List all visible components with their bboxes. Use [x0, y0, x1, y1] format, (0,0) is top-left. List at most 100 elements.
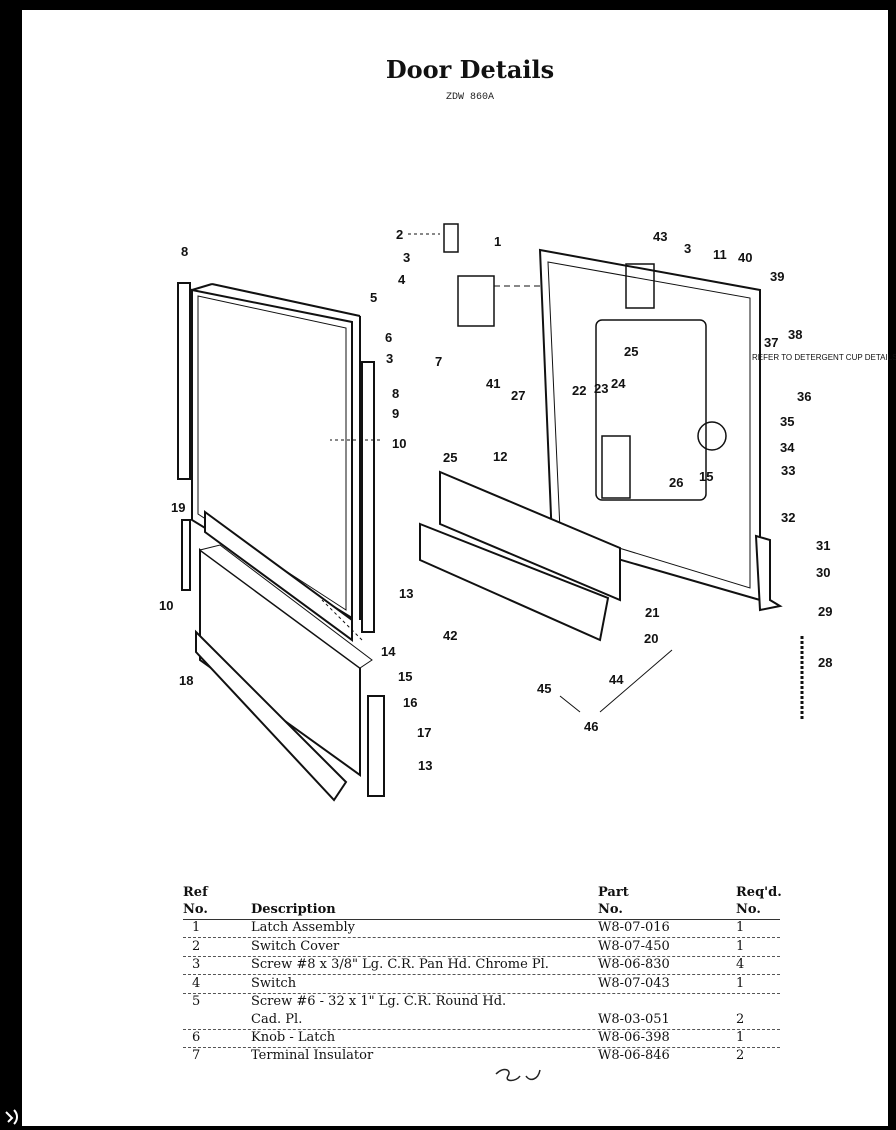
- callout-5: 5: [370, 290, 377, 305]
- callout-24: 24: [611, 376, 626, 391]
- callout-10b: 10: [159, 598, 173, 613]
- callout-26: 26: [669, 475, 683, 490]
- row-3-description: Screw #8 x 3/8" Lg. C.R. Pan Hd. Chrome …: [251, 957, 549, 972]
- callout-13a: 13: [399, 586, 413, 601]
- row-1-description: Latch Assembly: [251, 920, 355, 935]
- detergent-cup: [601, 435, 631, 499]
- header-ref-no: No.: [183, 902, 208, 917]
- row-6-part: W8-06-398: [598, 1030, 670, 1045]
- callout-18: 18: [179, 673, 193, 688]
- header-part: Part: [598, 885, 629, 900]
- side-strip-19: [181, 519, 191, 591]
- callout-15b: 15: [699, 469, 713, 484]
- header-description: Description: [251, 902, 336, 917]
- callout-19: 19: [171, 500, 185, 515]
- callout-34: 34: [780, 440, 795, 455]
- control-console: [439, 470, 621, 602]
- bottom-channel: [204, 510, 353, 642]
- row-6-qty: 1: [736, 1030, 745, 1045]
- callout-13b: 13: [418, 758, 432, 773]
- hinge-bracket: [754, 534, 783, 612]
- callout-4: 4: [398, 272, 406, 287]
- callout-3b: 3: [386, 351, 393, 366]
- row-4-part: W8-07-043: [598, 976, 670, 991]
- callout-36: 36: [797, 389, 811, 404]
- rinse-dispenser: [697, 421, 727, 451]
- switch-cover: [443, 223, 459, 253]
- callout-35: 35: [780, 414, 794, 429]
- detergent-cup-note: REFER TO DETERGENT CUP DETAILS: [752, 353, 896, 362]
- callout-25b: 25: [443, 450, 457, 465]
- row-6-description: Knob - Latch: [251, 1030, 336, 1045]
- header-part-no: No.: [598, 902, 623, 917]
- callout-30: 30: [816, 565, 830, 580]
- outer-door-panel-frame: [197, 295, 347, 611]
- scan-corner-mark: [5, 1109, 18, 1125]
- callout-29: 29: [818, 604, 832, 619]
- callout-7: 7: [435, 354, 442, 369]
- console-back: [419, 522, 610, 642]
- header-reqd: Req'd.: [736, 885, 782, 900]
- row-7-qty: 2: [736, 1048, 745, 1063]
- callout-46: 46: [584, 719, 598, 734]
- row-2-part: W8-07-450: [598, 939, 670, 954]
- callout-37: 37: [764, 335, 778, 350]
- callout-12: 12: [493, 449, 507, 464]
- detergent-cup-area: [595, 319, 707, 501]
- callout-23: 23: [594, 381, 608, 396]
- row-3-part: W8-06-830: [598, 957, 670, 972]
- callout-43: 43: [653, 229, 667, 244]
- row-3-qty: 4: [736, 957, 745, 972]
- callout-1: 1: [494, 234, 501, 249]
- page-title: Door Details: [385, 55, 555, 84]
- callout-9: 9: [392, 406, 399, 421]
- callout-2: 2: [396, 227, 403, 242]
- callout-31: 31: [816, 538, 830, 553]
- callout-15a: 15: [398, 669, 412, 684]
- row-6-ref: 6: [192, 1030, 201, 1045]
- row-2-description: Switch Cover: [251, 939, 340, 954]
- callout-39: 39: [770, 269, 784, 284]
- callout-32: 32: [781, 510, 795, 525]
- bracket-17: [367, 695, 385, 797]
- row-3-ref: 3: [192, 957, 201, 972]
- row-7-part: W8-06-846: [598, 1048, 670, 1063]
- row-5-part: W8-03-051: [598, 1012, 670, 1027]
- callout-40: 40: [738, 250, 752, 265]
- row-2-qty: 1: [736, 939, 745, 954]
- header-reqd-no: No.: [736, 902, 761, 917]
- callout-21: 21: [645, 605, 659, 620]
- row-4-qty: 1: [736, 976, 745, 991]
- row-1-part: W8-07-016: [598, 920, 670, 935]
- callout-44: 44: [609, 672, 624, 687]
- model-number: ZDW 860A: [445, 92, 494, 103]
- row-1-ref: 1: [192, 920, 201, 935]
- latch-keeper: [625, 263, 655, 309]
- callout-38: 38: [788, 327, 802, 342]
- row-7-description: Terminal Insulator: [251, 1048, 374, 1063]
- row-5-description-cont: Cad. Pl.: [251, 1012, 303, 1027]
- callout-20: 20: [644, 631, 658, 646]
- callout-45: 45: [537, 681, 551, 696]
- row-5-qty: 2: [736, 1012, 745, 1027]
- callout-11: 11: [713, 247, 727, 262]
- callout-25a: 25: [624, 344, 638, 359]
- callout-14: 14: [381, 644, 396, 659]
- callout-6: 6: [385, 330, 392, 345]
- callout-8b: 8: [392, 386, 399, 401]
- row-1-qty: 1: [736, 920, 745, 935]
- row-5-description: Screw #6 - 32 x 1" Lg. C.R. Round Hd.: [251, 994, 507, 1009]
- callout-33: 33: [781, 463, 795, 478]
- callout-22: 22: [572, 383, 586, 398]
- row-2-ref: 2: [192, 939, 201, 954]
- trim-strip-right: [361, 361, 375, 633]
- row-4-description: Switch: [251, 976, 297, 991]
- callout-42: 42: [443, 628, 457, 643]
- callout-28: 28: [818, 655, 832, 670]
- row-5-ref: 5: [192, 994, 201, 1009]
- row-4-ref: 4: [192, 976, 201, 991]
- header-ref: Ref: [183, 885, 208, 900]
- callout-8a: 8: [181, 244, 188, 259]
- exploded-door-diagram: 1 2 3 3 3 4 5 6 7 8 8 9 10 10 11 12 13 1…: [159, 223, 896, 802]
